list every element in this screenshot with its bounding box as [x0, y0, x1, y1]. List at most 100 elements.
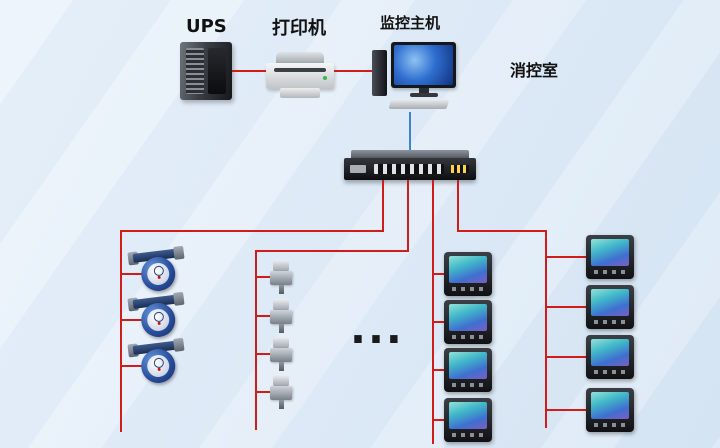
meter-screen — [591, 289, 629, 316]
stub-pmeter2-1 — [547, 256, 586, 258]
printer-device-icon — [266, 52, 334, 100]
sensor-stem — [279, 400, 284, 409]
trunk-power-meters-col1 — [432, 180, 434, 444]
switch-ports — [374, 164, 444, 174]
meter-screen — [449, 352, 487, 379]
stub-water-meter-2 — [120, 319, 146, 321]
stub-pmeter1-4 — [432, 419, 446, 421]
pipe-nut — [173, 337, 185, 352]
line-host-switch — [409, 112, 411, 150]
stub-sensor-2 — [255, 315, 271, 317]
sensor-stem — [279, 362, 284, 371]
sensor-head — [273, 299, 289, 311]
label-ups: UPS — [186, 16, 227, 37]
sensor-icon — [266, 299, 296, 333]
power-meter-icon — [444, 398, 492, 442]
pipe-nut — [173, 291, 185, 306]
stub-pmeter1-1 — [432, 273, 446, 275]
bus-middle — [255, 250, 409, 252]
bus-left — [120, 230, 384, 232]
stub-pmeter1-3 — [432, 369, 446, 371]
power-meter-icon — [586, 285, 634, 329]
stub-sensor-4 — [255, 391, 271, 393]
meter-screen — [591, 339, 629, 366]
monitor-base — [410, 93, 438, 97]
meter-screen — [449, 402, 487, 429]
data-collector-switch-icon — [344, 150, 476, 182]
ellipsis-more-devices: ... — [350, 304, 404, 353]
stub-pmeter2-4 — [547, 409, 586, 411]
meter-screen — [591, 392, 629, 419]
sensor-icon — [266, 337, 296, 371]
sensor-stem — [279, 324, 284, 333]
stub-pmeter2-3 — [547, 356, 586, 358]
stub-pmeter2-2 — [547, 306, 586, 308]
ups-device-icon — [180, 42, 232, 100]
pipe-nut — [173, 245, 185, 260]
stub-water-meter-1 — [120, 273, 146, 275]
printer-tray — [280, 88, 320, 98]
meter-buttons — [452, 287, 484, 291]
stub-sensor-1 — [255, 276, 271, 278]
meter-dial — [145, 307, 171, 333]
sensor-head — [273, 375, 289, 387]
line-printer-host — [334, 70, 372, 72]
stub-sensor-3 — [255, 353, 271, 355]
switch-drop-4 — [457, 180, 459, 232]
meter-buttons — [594, 370, 626, 374]
stub-pmeter1-2 — [432, 321, 446, 323]
host-monitor — [391, 42, 456, 88]
switch-drop-1 — [382, 180, 384, 232]
sensor-head — [273, 337, 289, 349]
water-meter-icon — [127, 337, 188, 391]
trunk-water-meters — [120, 230, 122, 432]
meter-screen — [591, 239, 629, 266]
stub-water-meter-3 — [120, 365, 146, 367]
ups-front-panel — [208, 48, 226, 94]
label-printer: 打印机 — [272, 18, 326, 39]
printer-led — [323, 76, 327, 80]
host-keyboard — [388, 99, 450, 109]
line-ups-printer — [232, 70, 266, 72]
meter-screen — [449, 304, 487, 331]
meter-dial — [145, 261, 171, 287]
sensor-body — [270, 348, 292, 362]
host-screen — [394, 45, 453, 85]
monitor-stand — [419, 88, 429, 94]
power-meter-icon — [586, 388, 634, 432]
sensor-icon — [266, 260, 296, 294]
meter-buttons — [594, 270, 626, 274]
printer-paper-slot — [274, 68, 326, 72]
switch-top-face — [351, 150, 469, 160]
printer-body — [266, 63, 334, 89]
meter-screen — [449, 256, 487, 283]
bus-right — [457, 230, 547, 232]
ups-vents — [186, 48, 204, 94]
sensor-stem — [279, 285, 284, 294]
power-meter-icon — [444, 348, 492, 392]
sensor-head — [273, 260, 289, 272]
switch-logo — [350, 165, 366, 173]
power-meter-icon — [586, 335, 634, 379]
label-monitoring-host: 监控主机 — [380, 14, 441, 32]
monitoring-host-device-icon — [372, 42, 460, 110]
meter-buttons — [594, 320, 626, 324]
meter-buttons — [452, 335, 484, 339]
trunk-sensors — [255, 250, 257, 430]
printer-lid — [276, 52, 324, 65]
meter-buttons — [594, 423, 626, 427]
switch-leds — [451, 165, 469, 173]
switch-drop-2 — [407, 180, 409, 252]
sensor-body — [270, 310, 292, 324]
power-meter-icon — [586, 235, 634, 279]
ups-case — [180, 42, 232, 100]
sensor-icon — [266, 375, 296, 409]
trunk-power-meters-col2 — [545, 230, 547, 428]
meter-dial — [145, 353, 171, 379]
sensor-body — [270, 271, 292, 285]
meter-buttons — [452, 433, 484, 437]
power-meter-icon — [444, 252, 492, 296]
label-control-room: 消控室 — [510, 61, 559, 80]
host-tower — [372, 50, 387, 96]
